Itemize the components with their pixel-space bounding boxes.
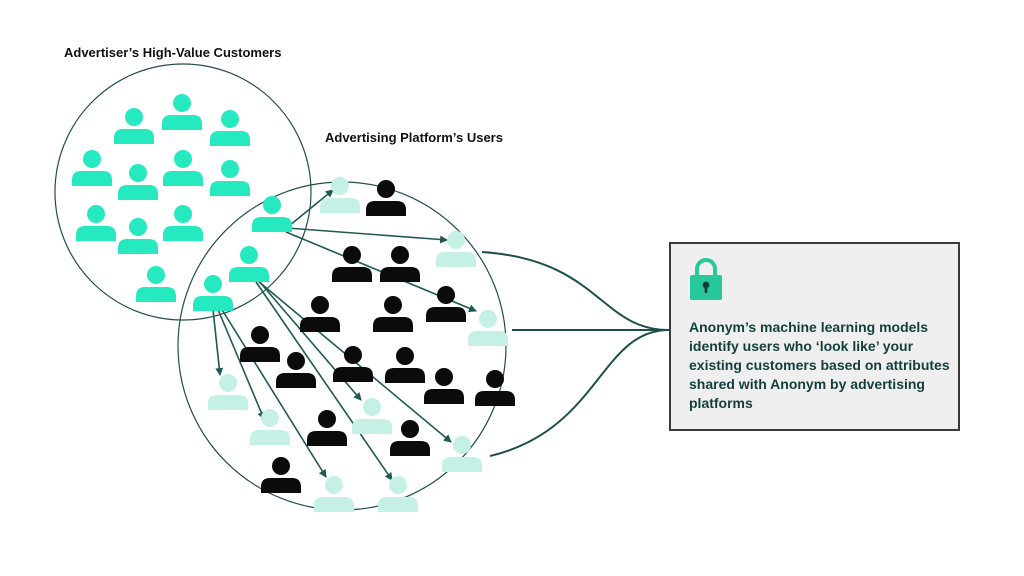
- lookalike-person: [436, 231, 476, 267]
- customer-person: [163, 205, 203, 241]
- match-arrow: [213, 299, 265, 420]
- platform-user-person: [366, 180, 406, 216]
- platform-user-person: [373, 296, 413, 332]
- customer-person: [229, 246, 269, 282]
- high-value-customers-circle: [54, 63, 312, 321]
- customer-person: [136, 266, 176, 302]
- lookalike-person: [378, 476, 418, 512]
- customer-person: [210, 110, 250, 146]
- platform-user-person: [307, 410, 347, 446]
- lookalike-person: [250, 409, 290, 445]
- connector-line: [481, 251, 670, 331]
- lookalike-person: [352, 398, 392, 434]
- info-box: Anonym’s machine learning models identif…: [669, 242, 960, 431]
- customer-person: [76, 205, 116, 241]
- platform-user-person: [390, 420, 430, 456]
- platform-user-person: [261, 457, 301, 493]
- info-text: Anonym’s machine learning models identif…: [689, 319, 950, 411]
- platform-user-person: [240, 326, 280, 362]
- connector-line: [489, 329, 670, 457]
- connector-lines: [481, 251, 670, 457]
- platform-user-person: [475, 370, 515, 406]
- platform-user-person: [424, 368, 464, 404]
- lookalike-person: [442, 436, 482, 472]
- people: [72, 94, 515, 512]
- match-arrow: [211, 299, 224, 376]
- match-arrow: [286, 227, 448, 244]
- customer-person: [193, 275, 233, 311]
- platform-user-person: [380, 246, 420, 282]
- lookalike-person: [208, 374, 248, 410]
- customer-person: [118, 164, 158, 200]
- platform-user-person: [333, 346, 373, 382]
- match-arrow: [255, 281, 393, 481]
- customer-person: [114, 108, 154, 144]
- high-value-customers-label: Advertiser’s High-Value Customers: [64, 45, 282, 60]
- customer-person: [118, 218, 158, 254]
- customer-person: [162, 94, 202, 130]
- customer-person: [72, 150, 112, 186]
- lock-icon: [690, 258, 722, 300]
- platform-user-person: [385, 347, 425, 383]
- customer-person: [163, 150, 203, 186]
- platform-user-person: [332, 246, 372, 282]
- platform-users-label: Advertising Platform’s Users: [325, 130, 503, 145]
- lookalike-person: [320, 177, 360, 213]
- platform-user-person: [300, 296, 340, 332]
- lookalike-person: [314, 476, 354, 512]
- match-arrow: [215, 299, 327, 478]
- customer-person: [252, 196, 292, 232]
- lookalike-person: [468, 310, 508, 346]
- platform-user-person: [276, 352, 316, 388]
- match-arrow: [283, 189, 334, 231]
- customer-person: [210, 160, 250, 196]
- platform-user-person: [426, 286, 466, 322]
